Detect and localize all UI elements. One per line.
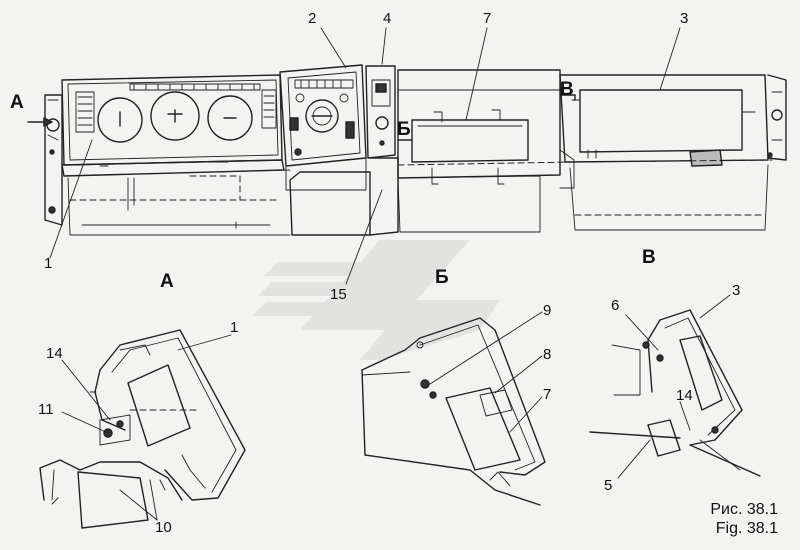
view-v-heading: В — [642, 247, 656, 268]
callout-14-view-a: 14 — [46, 345, 63, 362]
callout-11: 11 — [38, 401, 54, 418]
callout-3-main: 3 — [680, 10, 689, 27]
detail-view-b — [361, 311, 546, 506]
detail-view-v — [589, 294, 761, 479]
callout-15: 15 — [330, 286, 347, 303]
callout-7-view-b: 7 — [543, 386, 552, 403]
callout-4: 4 — [383, 10, 392, 27]
callout-9: 9 — [543, 302, 552, 319]
callout-1-view-a: 1 — [230, 319, 239, 336]
caption-ru: Рис. 38.1 — [710, 501, 778, 518]
watermark-logo — [252, 240, 500, 360]
section-b-label: Б — [397, 119, 411, 140]
callout-8: 8 — [543, 346, 552, 363]
caption-en: Fig. 38.1 — [715, 520, 778, 537]
view-a-arrow-label: А — [10, 92, 24, 113]
view-b-heading: Б — [435, 267, 449, 288]
callout-10: 10 — [155, 519, 172, 536]
callout-1-main: 1 — [44, 255, 53, 272]
callout-3-view-v: 3 — [732, 282, 741, 299]
callout-7-main: 7 — [483, 10, 492, 27]
detail-view-a — [39, 329, 246, 529]
dashboard-main-view — [27, 64, 787, 236]
view-a-heading: А — [160, 271, 174, 292]
callout-14-view-v: 14 — [676, 387, 693, 404]
view-v-arrow-label: В — [560, 79, 574, 100]
figure-caption: Рис. 38.1 Fig. 38.1 — [710, 500, 778, 538]
callout-5: 5 — [604, 477, 613, 494]
callout-6: 6 — [611, 297, 620, 314]
callout-2: 2 — [308, 10, 317, 27]
main-leaders — [49, 27, 681, 285]
